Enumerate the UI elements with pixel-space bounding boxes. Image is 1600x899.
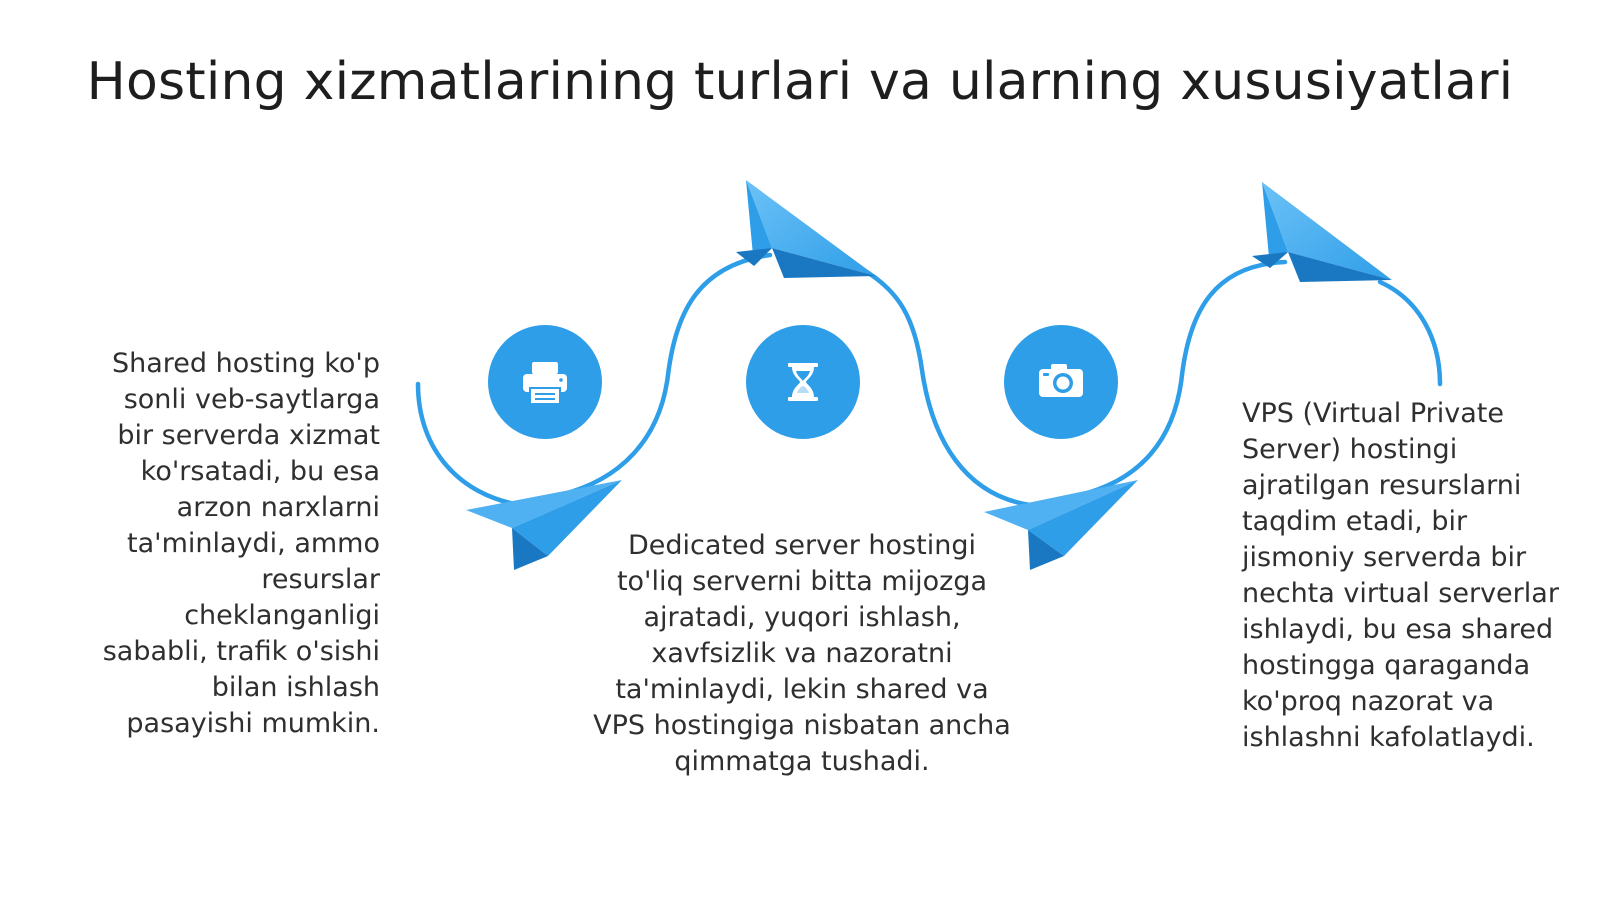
flow-curve-segment-2: [557, 252, 773, 498]
camera-icon: [1039, 364, 1083, 397]
printer-icon: [523, 362, 567, 405]
step-3-badge: [1004, 325, 1118, 439]
flow-curve-segment-1: [415, 381, 523, 508]
paper-plane-icon: [984, 480, 1138, 570]
hourglass-icon: [788, 363, 818, 401]
flow-curve-segment-5: [1377, 279, 1443, 387]
flow-curve-segment-4: [1077, 259, 1288, 498]
step-2-badge: [746, 325, 860, 439]
step-2-description: Dedicated server hostingi to'liq servern…: [593, 530, 1011, 777]
paper-plane-icon: [466, 480, 622, 570]
paper-plane-icon: [736, 180, 876, 278]
paper-plane-icon: [1252, 182, 1392, 282]
step-1-description: Shared hosting ko'p sonli veb-saytlarga …: [102, 348, 380, 739]
step-1-badge: [488, 325, 602, 439]
flow-curve-segment-3: [857, 265, 1033, 508]
step-3-description: VPS (Virtual Private Server) hostingi aj…: [1242, 398, 1559, 753]
page-title: Hosting xizmatlarining turlari va ularni…: [86, 52, 1514, 112]
